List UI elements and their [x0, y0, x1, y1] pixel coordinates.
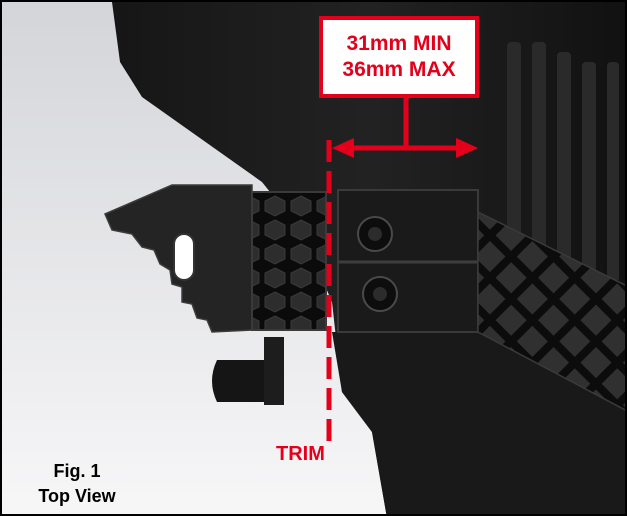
hex-mesh [251, 191, 327, 331]
latch-post [264, 337, 284, 405]
diamond-lattice [477, 210, 625, 411]
lower-housing [332, 332, 625, 514]
dimension-arrow [332, 98, 478, 158]
figure-caption: Fig. 1 Top View [22, 459, 132, 509]
view-name: Top View [38, 486, 116, 506]
dimension-callout: 31mm MIN 36mm MAX [319, 16, 479, 98]
mounting-bolts [357, 216, 398, 312]
side-latch [212, 360, 264, 402]
figure-number: Fig. 1 [53, 461, 101, 481]
dimension-max: 36mm MAX [342, 58, 456, 81]
dimension-min: 31mm MIN [346, 32, 452, 55]
trim-label: TRIM [276, 443, 325, 465]
bracket-slot [173, 233, 195, 281]
